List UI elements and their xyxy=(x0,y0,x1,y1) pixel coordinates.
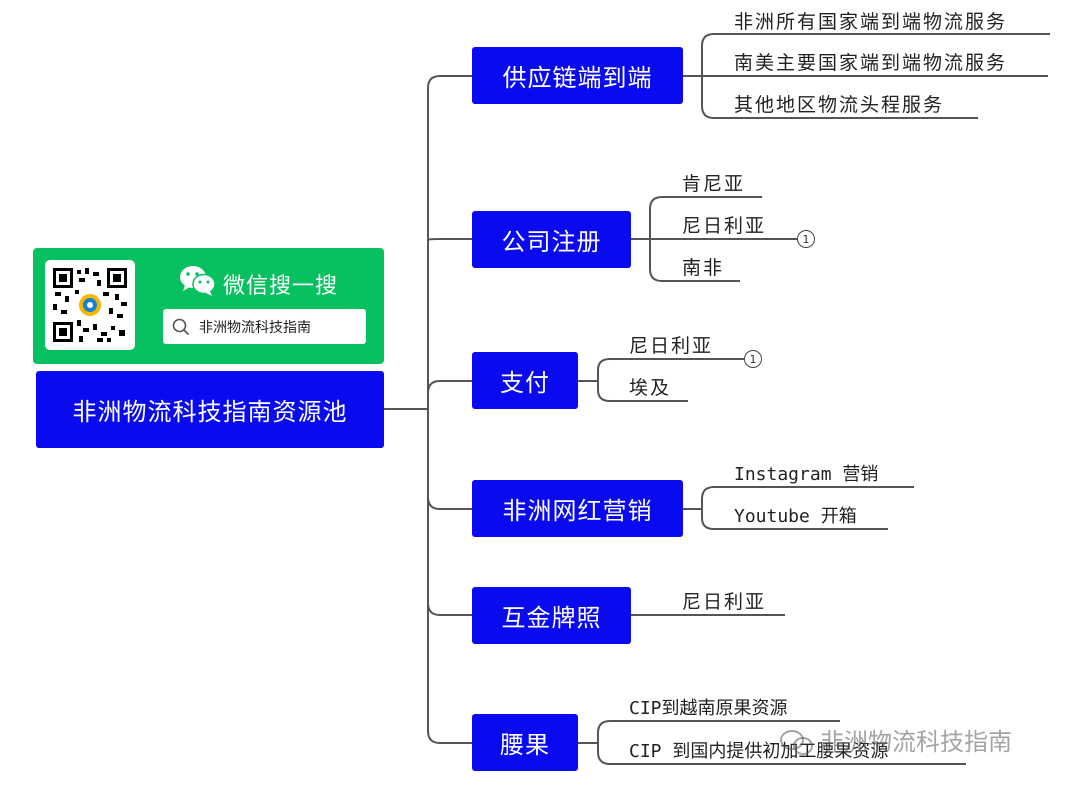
wechat-logo-icon xyxy=(180,266,216,296)
branch-node-influencer-marketing[interactable]: 非洲网红营销 xyxy=(472,480,683,537)
wechat-watermark-icon xyxy=(780,730,813,755)
leaf-text: CIP到越南原果资源 xyxy=(629,698,788,719)
search-icon xyxy=(172,318,190,336)
branch-node-supply-chain[interactable]: 供应链端到端 xyxy=(472,47,683,104)
leaf-text: 肯尼亚 xyxy=(682,173,746,195)
search-query-text: 非洲物流科技指南 xyxy=(199,320,311,336)
wechat-search-title: 微信搜一搜 xyxy=(223,274,339,299)
root-node[interactable]: 非洲物流科技指南资源池 xyxy=(36,371,384,448)
collapsed-count-badge[interactable]: 1 xyxy=(797,230,815,248)
leaf-text: 南美主要国家端到端物流服务 xyxy=(734,52,1008,74)
leaf-text: 非洲所有国家端到端物流服务 xyxy=(734,11,1008,33)
leaf-text: 埃及 xyxy=(629,377,672,399)
branch-node-cashew[interactable]: 腰果 xyxy=(472,714,578,771)
spine xyxy=(427,75,472,409)
leaf-text: 尼日利亚 xyxy=(682,591,767,613)
leaf-text: 南非 xyxy=(682,257,725,279)
leaf-text: 尼日利亚 xyxy=(629,335,714,357)
wechat-search-box[interactable]: 非洲物流科技指南 xyxy=(163,309,366,344)
leaf-text: Youtube 开箱 xyxy=(734,506,857,527)
qr-code xyxy=(45,260,135,350)
branch-node-payment[interactable]: 支付 xyxy=(472,352,578,409)
watermark-text: 非洲物流科技指南 xyxy=(820,728,1012,756)
collapsed-count-badge[interactable]: 1 xyxy=(744,350,762,368)
branch-node-company-registration[interactable]: 公司注册 xyxy=(472,211,631,268)
wechat-search-card[interactable]: 微信搜一搜 非洲物流科技指南 xyxy=(33,248,384,364)
leaf-text: Instagram 营销 xyxy=(734,464,879,485)
branch-node-fintech-license[interactable]: 互金牌照 xyxy=(472,587,631,644)
leaf-text: 其他地区物流头程服务 xyxy=(734,94,945,116)
leaf-text: CIP 到国内提供初加工腰果资源 xyxy=(629,741,889,762)
watermark: 非洲物流科技指南 xyxy=(780,722,1012,757)
leaf-text: 尼日利亚 xyxy=(682,215,767,237)
